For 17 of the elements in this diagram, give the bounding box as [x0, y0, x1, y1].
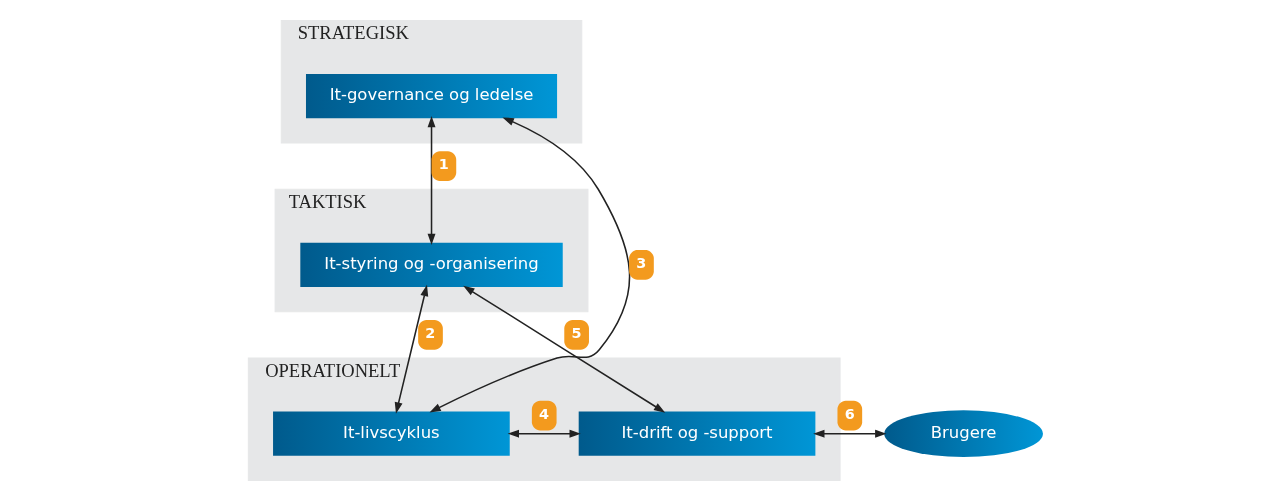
edge-label: 5	[570, 325, 581, 342]
edge-label: 1	[438, 156, 449, 173]
arrow	[812, 429, 886, 438]
node-box: It-livscyklus	[272, 411, 510, 456]
edge-label: 6	[844, 405, 855, 422]
arrow	[507, 429, 581, 438]
arrow	[394, 284, 428, 414]
node-box: It-drift og -support	[578, 411, 815, 456]
node-ellipse: Brugere	[883, 410, 1043, 458]
arrow	[427, 115, 435, 245]
edge-label: 2	[424, 325, 435, 342]
arrow	[428, 117, 630, 413]
arrow	[462, 285, 665, 413]
edge-label: 3	[635, 255, 646, 272]
node-box: It-governance og ledelse	[305, 74, 557, 119]
edge-label: 4	[538, 405, 549, 422]
node-box: It-styring og -organisering	[299, 242, 563, 288]
